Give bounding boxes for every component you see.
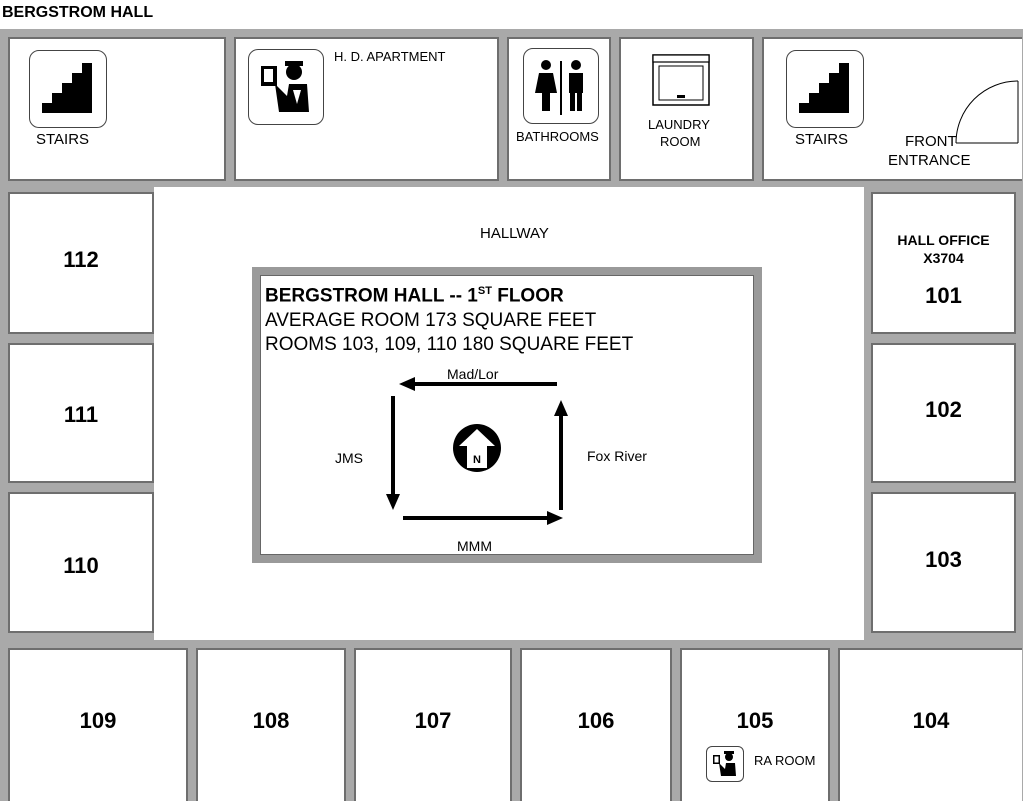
bathrooms-label: BATHROOMS <box>516 129 599 144</box>
room-number: 103 <box>925 547 962 572</box>
room-number: 102 <box>925 397 962 422</box>
room-number: 106 <box>577 708 615 733</box>
room-103: 103 <box>871 492 1016 633</box>
room-number: 108 <box>252 708 290 733</box>
stairs-icon <box>29 50 107 128</box>
stairs-icon <box>786 50 864 128</box>
room-112: 112 <box>8 192 154 334</box>
washer-icon <box>652 54 710 106</box>
direction-jms: JMS <box>335 450 363 466</box>
hall-office-label: HALL OFFICE <box>897 232 990 248</box>
room-laundry: LAUNDRY ROOM <box>619 37 754 181</box>
hall-office-ext: X3704 <box>923 250 964 266</box>
average-room-size: AVERAGE ROOM 173 SQUARE FEET <box>265 310 597 331</box>
floor-info-box: BERGSTROM HALL -- 1ST FLOOR AVERAGE ROOM… <box>252 267 762 563</box>
hd-officer-icon <box>248 49 324 125</box>
floor-title-main: BERGSTROM HALL -- 1 <box>265 285 478 307</box>
compass-letter: N <box>473 454 481 466</box>
restroom-icon <box>523 48 599 124</box>
laundry-label-1: LAUNDRY <box>648 117 710 132</box>
room-number: 109 <box>79 708 117 733</box>
room-number: 112 <box>63 247 99 272</box>
ra-room-label: RA ROOM <box>754 753 816 768</box>
room-105: 105 RA ROOM <box>680 648 830 801</box>
laundry-label-2: ROOM <box>660 134 701 149</box>
hallway-label: HALLWAY <box>480 225 549 242</box>
direction-mmm: MMM <box>457 538 492 554</box>
large-room-size: ROOMS 103, 109, 110 180 SQUARE FEET <box>265 334 634 355</box>
room-number: 107 <box>414 708 452 733</box>
direction-mad-lor: Mad/Lor <box>447 366 499 382</box>
front-entrance-label-2: ENTRANCE <box>888 152 971 169</box>
room-108: 108 <box>196 648 346 801</box>
room-102: 102 <box>871 343 1016 483</box>
room-number: 101 <box>925 283 962 308</box>
room-111: 111 <box>8 343 154 483</box>
room-bathrooms: BATHROOMS <box>507 37 611 181</box>
arrow-right-head <box>554 400 568 416</box>
room-106: 106 <box>520 648 672 801</box>
ra-officer-icon <box>706 746 744 782</box>
room-number: 104 <box>912 708 950 733</box>
hd-apartment-label: H. D. APARTMENT <box>334 49 446 64</box>
floor-title-end: FLOOR <box>491 285 564 307</box>
room-number: 110 <box>63 553 99 578</box>
room-101-hall-office: HALL OFFICE X3704 101 <box>871 192 1016 334</box>
room-hd-apartment: H. D. APARTMENT <box>234 37 499 181</box>
arrow-bottom-head <box>547 511 563 525</box>
floor-title-sup: ST <box>477 285 492 297</box>
direction-fox-river: Fox River <box>587 448 647 464</box>
direction-arrows: N <box>386 377 568 525</box>
room-number: 105 <box>736 708 774 733</box>
room-107: 107 <box>354 648 512 801</box>
arrow-left-head <box>386 494 400 510</box>
room-stairs-left: STAIRS <box>8 37 226 181</box>
room-stairs-right: STAIRS FRONT ENTRANCE <box>762 37 1022 181</box>
stairs-left-label: STAIRS <box>36 131 90 148</box>
room-109: 109 <box>8 648 188 801</box>
compass-north-icon: N <box>453 424 501 472</box>
left-hall-notch <box>154 187 164 640</box>
room-104: 104 <box>838 648 1022 801</box>
floor-info-inner: BERGSTROM HALL -- 1ST FLOOR AVERAGE ROOM… <box>260 275 754 555</box>
stairs-right-label: STAIRS <box>795 131 849 148</box>
room-110: 110 <box>8 492 154 633</box>
building-title: BERGSTROM HALL <box>2 4 154 21</box>
door-swing-icon <box>954 73 1020 149</box>
front-entrance-label-1: FRONT <box>905 133 957 150</box>
room-number: 111 <box>63 402 99 427</box>
arrow-top-head <box>399 377 415 391</box>
floor-title: BERGSTROM HALL -- 1ST FLOOR <box>265 285 564 307</box>
